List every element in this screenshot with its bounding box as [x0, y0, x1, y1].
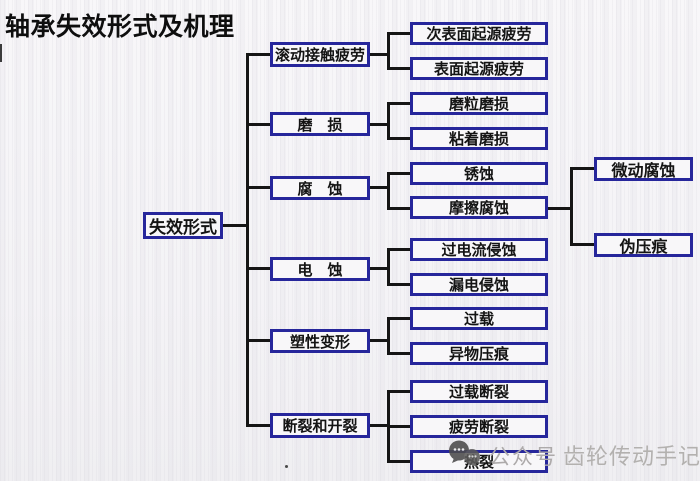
leaf-overcurrent-erosion: 过电流侵蚀 [410, 238, 548, 261]
leaf-thermal-cracking: 热裂 [410, 450, 548, 473]
connector-line [220, 224, 249, 227]
node-corrosion: 腐 蚀 [270, 176, 370, 200]
connector-line [387, 248, 390, 286]
connector-line [387, 317, 412, 320]
connector-line [387, 283, 412, 286]
leaf-surface-initiated-fatigue: 表面起源疲劳 [410, 57, 548, 80]
leaf-abrasive-wear: 磨粒磨损 [410, 92, 548, 115]
leaf-subsurface-initiated-fatigue: 次表面起源疲劳 [410, 22, 548, 45]
leaf-fretting-corrosion: 微动腐蚀 [594, 157, 693, 181]
leaf-rust: 锈蚀 [410, 162, 548, 185]
connector-line [246, 339, 273, 342]
leaf-overload: 过载 [410, 307, 548, 330]
connector-line [246, 123, 273, 126]
connector-line [246, 186, 273, 189]
connector-line [246, 424, 273, 427]
connector-line [368, 267, 390, 270]
watermark-prefix: 公众号 [489, 446, 558, 469]
node-wear: 磨 损 [270, 112, 370, 136]
leaf-frictional-corrosion: 摩擦腐蚀 [410, 196, 548, 219]
connector-line [387, 172, 390, 210]
connector-line [387, 425, 412, 428]
connector-line [387, 390, 412, 393]
connector-line [246, 53, 249, 427]
leaf-adhesive-wear: 粘着磨损 [410, 127, 548, 150]
connector-line [368, 424, 390, 427]
connector-line [368, 53, 390, 56]
connector-line [246, 267, 273, 270]
connector-line [387, 137, 412, 140]
wechat-bubbles-icon [449, 440, 480, 467]
connector-line [387, 248, 412, 251]
connector-line [387, 317, 390, 355]
scan-artifact [0, 44, 2, 62]
connector-line [387, 32, 412, 35]
connector-line [387, 352, 412, 355]
connector-line [387, 32, 390, 70]
connector-line [387, 172, 412, 175]
watermark-account-name: 齿轮传动手记 [563, 444, 700, 469]
leaf-leakage-current-erosion: 漏电侵蚀 [410, 273, 548, 296]
connector-line [387, 102, 412, 105]
connector-line [387, 207, 412, 210]
leaf-foreign-object-indentation: 异物压痕 [410, 342, 548, 365]
connector-line [387, 460, 412, 463]
leaf-false-brinelling: 伪压痕 [594, 233, 693, 257]
node-plastic-deformation: 塑性变形 [270, 329, 370, 353]
connector-line [546, 207, 572, 210]
node-fracture-and-cracking: 断裂和开裂 [270, 413, 370, 438]
scan-speck [285, 465, 288, 468]
node-rolling-contact-fatigue: 滚动接触疲劳 [270, 42, 370, 67]
connector-line [368, 186, 390, 189]
node-electrical-erosion: 电 蚀 [270, 257, 370, 281]
connector-line [368, 339, 390, 342]
leaf-overload-fracture: 过载断裂 [410, 380, 548, 403]
connector-line [570, 167, 596, 170]
page-title: 轴承失效形式及机理 [5, 13, 235, 41]
connector-line [368, 123, 390, 126]
connector-line [246, 53, 273, 56]
connector-line [570, 243, 596, 246]
connector-line [387, 67, 412, 70]
leaf-fatigue-fracture: 疲劳断裂 [410, 415, 548, 438]
connector-line [387, 102, 390, 140]
node-failure-modes: 失效形式 [143, 212, 223, 239]
connector-line [570, 167, 573, 246]
